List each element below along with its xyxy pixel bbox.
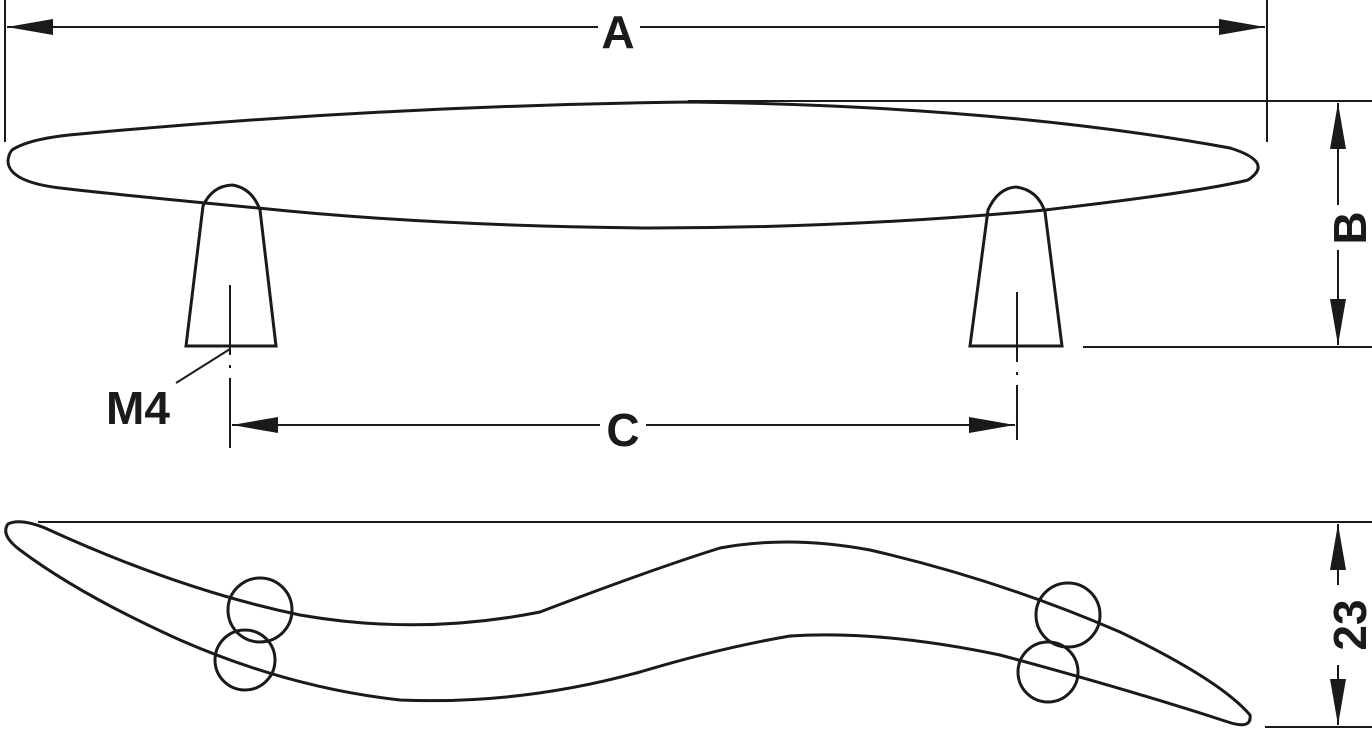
dimension-c-label: C [606,404,639,456]
dimension-a-label: A [601,6,634,58]
handle-grip-front [6,100,1260,230]
dimension-c: C [232,404,1015,456]
thread-label: M4 [106,382,170,434]
front-view [6,100,1260,450]
thread-callout: M4 [106,348,231,434]
dimension-a: A [4,0,1268,142]
dimension-b: B [688,100,1372,348]
side-view [4,520,1252,727]
dimension-b-label: B [1324,211,1372,244]
left-post [184,183,278,348]
dimension-depth-label: 23 [1324,599,1372,650]
dimension-depth: 23 [38,521,1372,728]
handle-grip-side [4,520,1252,727]
right-post [968,185,1064,348]
